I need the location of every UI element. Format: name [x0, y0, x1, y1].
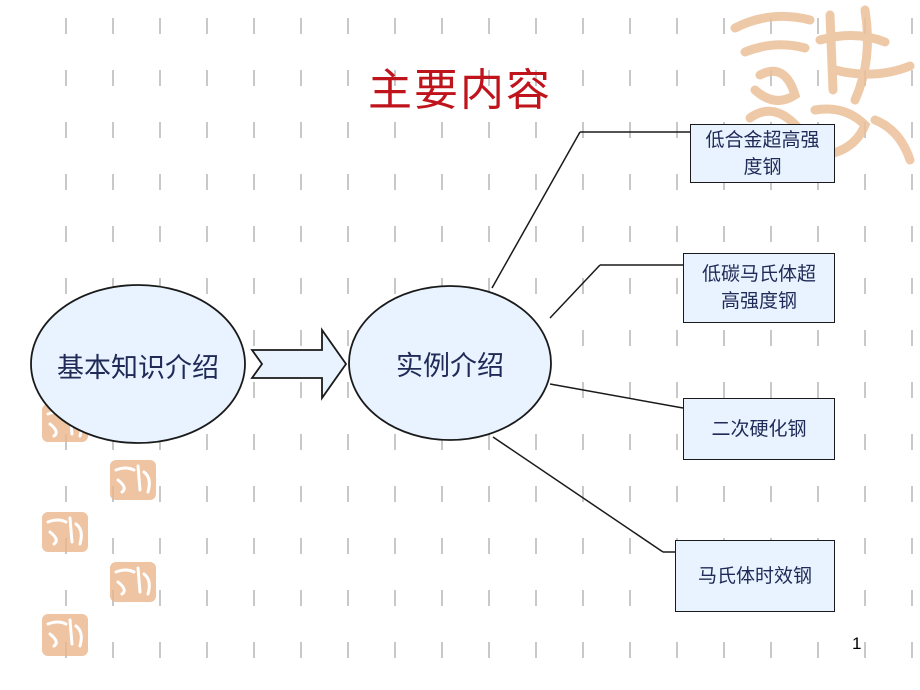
connector-line-3 — [549, 383, 684, 409]
slide-title: 主要内容 — [368, 65, 552, 116]
arrow-right-icon — [250, 327, 348, 401]
node-examples-label: 实例介绍 — [396, 351, 504, 382]
node-examples-ellipse — [348, 285, 552, 441]
node-basics-label: 基本知识介绍 — [57, 353, 219, 384]
calligraphy-stamp-5 — [42, 614, 88, 656]
calligraphy-stamp-3 — [42, 512, 88, 552]
calligraphy-stamp-4 — [110, 562, 156, 602]
branch-box-3: 二次硬化钢 — [683, 398, 835, 460]
connector-line-4 — [492, 436, 664, 553]
page-number: 1 — [852, 634, 862, 653]
calligraphy-stamp-large — [730, 5, 915, 165]
branch-box-4: 马氏体时效钢 — [675, 540, 835, 612]
branch-box-2: 低碳马氏体超高强度钢 — [683, 253, 835, 323]
connector-line-1 — [491, 131, 581, 289]
node-basics-ellipse — [30, 284, 246, 444]
branch-box-1: 低合金超高强度钢 — [690, 124, 835, 183]
connector-line-2 — [549, 264, 601, 319]
calligraphy-stamp-2 — [110, 460, 156, 500]
